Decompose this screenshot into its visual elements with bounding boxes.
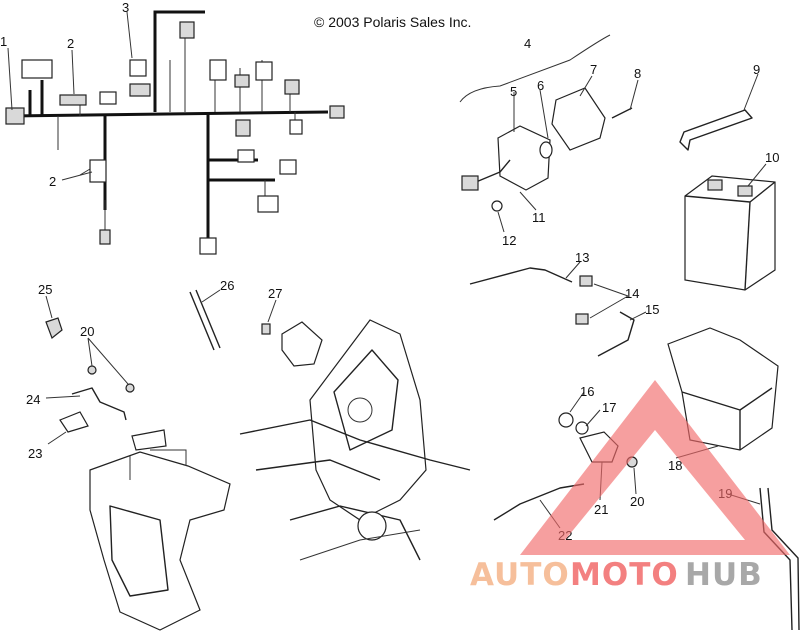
watermark-auto: AUTO xyxy=(470,557,570,593)
callout-18: 18 xyxy=(668,458,682,473)
callout-24: 24 xyxy=(26,392,40,407)
callout-9: 9 xyxy=(753,62,760,77)
callout-5: 5 xyxy=(510,84,517,99)
watermark-moto: MOTO xyxy=(570,557,679,593)
callout-20b: 20 xyxy=(80,324,94,339)
callout-17: 17 xyxy=(602,400,616,415)
battery-box xyxy=(667,327,779,451)
callout-14: 14 xyxy=(625,286,639,301)
fuel-pipe-and-relay xyxy=(189,289,323,367)
callout-2: 2 xyxy=(67,36,74,51)
callout-10: 10 xyxy=(765,150,779,165)
battery-cables xyxy=(469,267,635,357)
relay-assembly xyxy=(459,34,633,212)
left-small-parts xyxy=(45,317,167,451)
callout-8: 8 xyxy=(634,66,641,81)
callout-1: 1 xyxy=(0,34,7,49)
callout-6: 6 xyxy=(537,78,544,93)
vent-hose xyxy=(759,487,800,631)
callout-12: 12 xyxy=(502,233,516,248)
callout-4: 4 xyxy=(524,36,531,51)
callout-23: 23 xyxy=(28,446,42,461)
callout-26: 26 xyxy=(220,278,234,293)
battery xyxy=(684,175,776,291)
copyright-notice: © 2003 Polaris Sales Inc. xyxy=(314,14,472,30)
vehicle-frame xyxy=(239,319,471,561)
watermark-triangle xyxy=(520,380,790,555)
callout-13: 13 xyxy=(575,250,589,265)
callout-11: 11 xyxy=(532,210,546,225)
battery-hold-down-bracket xyxy=(679,109,753,151)
front-bumper xyxy=(89,449,231,631)
wiring-harness xyxy=(5,10,345,255)
watermark-logo: AUTO MOTO HUB xyxy=(470,380,790,593)
callout-15: 15 xyxy=(645,302,659,317)
callout-21: 21 xyxy=(594,502,608,517)
callout-16: 16 xyxy=(580,384,594,399)
callout-7: 7 xyxy=(590,62,597,77)
watermark-hub: HUB xyxy=(685,557,763,593)
callout-2b: 2 xyxy=(49,174,56,189)
callout-27: 27 xyxy=(268,286,282,301)
callout-20: 20 xyxy=(630,494,644,509)
callout-25: 25 xyxy=(38,282,52,297)
callout-3: 3 xyxy=(122,0,129,15)
